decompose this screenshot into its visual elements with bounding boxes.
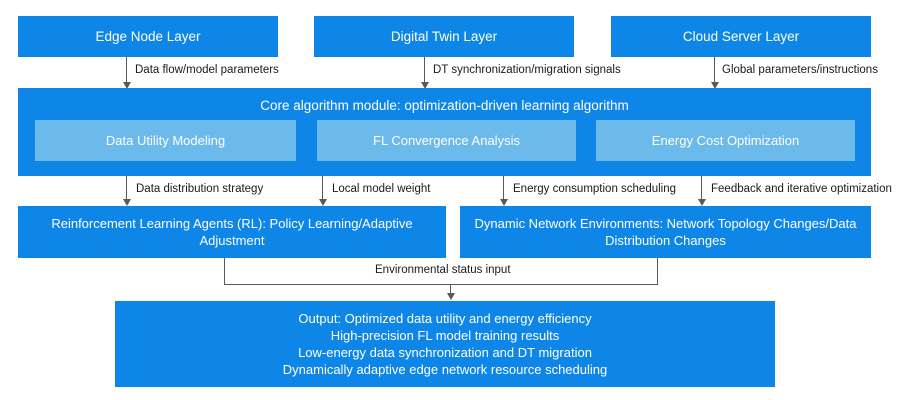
connector-merge-to-output (450, 284, 451, 296)
connector-core-to-dynamic-right (701, 176, 702, 201)
edge-label-dt-synchronization-migration-signals: DT synchronization/migration signals (433, 64, 621, 76)
edge-label-local-model-weight: Local model weight (332, 183, 431, 195)
connector-dynamic-down (657, 258, 658, 285)
node-energy-cost-optimization-label: Energy Cost Optimization (651, 132, 800, 148)
node-reinforcement-learning-agents-label: Reinforcement Learning Agents (RL): Poli… (51, 216, 413, 248)
edge-label-energy-consumption-scheduling: Energy consumption scheduling (513, 183, 677, 195)
node-dynamic-network-environments[interactable]: Dynamic Network Environments: Network To… (460, 206, 871, 258)
node-cloud-server-layer-label: Cloud Server Layer (682, 29, 800, 44)
connector-merge-horizontal (224, 284, 658, 285)
edge-label-data-flow-model-parameters: Data flow/model parameters (135, 64, 279, 76)
edge-label-data-distribution-strategy: Data distribution strategy (136, 183, 264, 195)
arrowhead-core-to-rl-right-icon (319, 199, 327, 206)
node-dynamic-network-environments-label: Dynamic Network Environments: Network To… (474, 216, 857, 248)
arrowhead-merge-to-output-icon (447, 293, 455, 300)
connector-core-to-rl-left (126, 176, 127, 201)
arrowhead-edge-to-core-icon (123, 82, 131, 89)
arrowhead-cloud-to-core-icon (711, 82, 719, 89)
arrowhead-core-to-dynamic-left-icon (500, 199, 508, 206)
node-output-box[interactable]: Output: Optimized data utility and energ… (115, 301, 775, 387)
edge-label-global-parameters-instructions: Global parameters/instructions (722, 64, 878, 76)
node-energy-cost-optimization[interactable]: Energy Cost Optimization (596, 120, 855, 161)
node-digital-twin-layer-label: Digital Twin Layer (390, 29, 498, 44)
node-edge-node-layer-label: Edge Node Layer (95, 29, 201, 44)
node-data-utility-modeling-label: Data Utility Modeling (105, 132, 226, 148)
node-reinforcement-learning-agents[interactable]: Reinforcement Learning Agents (RL): Poli… (18, 206, 446, 258)
connector-core-to-dynamic-left (503, 176, 504, 201)
edge-label-feedback-and-iterative-optimization: Feedback and iterative optimization (711, 183, 892, 195)
node-fl-convergence-analysis[interactable]: FL Convergence Analysis (317, 120, 576, 161)
node-core-algorithm-module[interactable]: Core algorithm module: optimization-driv… (18, 88, 871, 176)
node-digital-twin-layer[interactable]: Digital Twin Layer (314, 16, 574, 57)
node-data-utility-modeling[interactable]: Data Utility Modeling (35, 120, 296, 161)
connector-dt-to-core (424, 57, 425, 84)
node-cloud-server-layer[interactable]: Cloud Server Layer (611, 16, 871, 57)
arrowhead-core-to-dynamic-right-icon (698, 199, 706, 206)
connector-core-to-rl-right (322, 176, 323, 201)
connector-cloud-to-core (714, 57, 715, 84)
core-algorithm-module-title: Core algorithm module: optimization-driv… (260, 98, 629, 113)
edge-label-environmental-status-input: Environmental status input (375, 264, 511, 276)
node-fl-convergence-analysis-label: FL Convergence Analysis (373, 132, 520, 148)
node-edge-node-layer[interactable]: Edge Node Layer (18, 16, 278, 57)
arrowhead-core-to-rl-left-icon (123, 199, 131, 206)
node-output-box-label: Output: Optimized data utility and energ… (282, 311, 608, 377)
connector-rl-down (224, 258, 225, 285)
connector-edge-to-core (126, 57, 127, 84)
arrowhead-dt-to-core-icon (421, 82, 429, 89)
